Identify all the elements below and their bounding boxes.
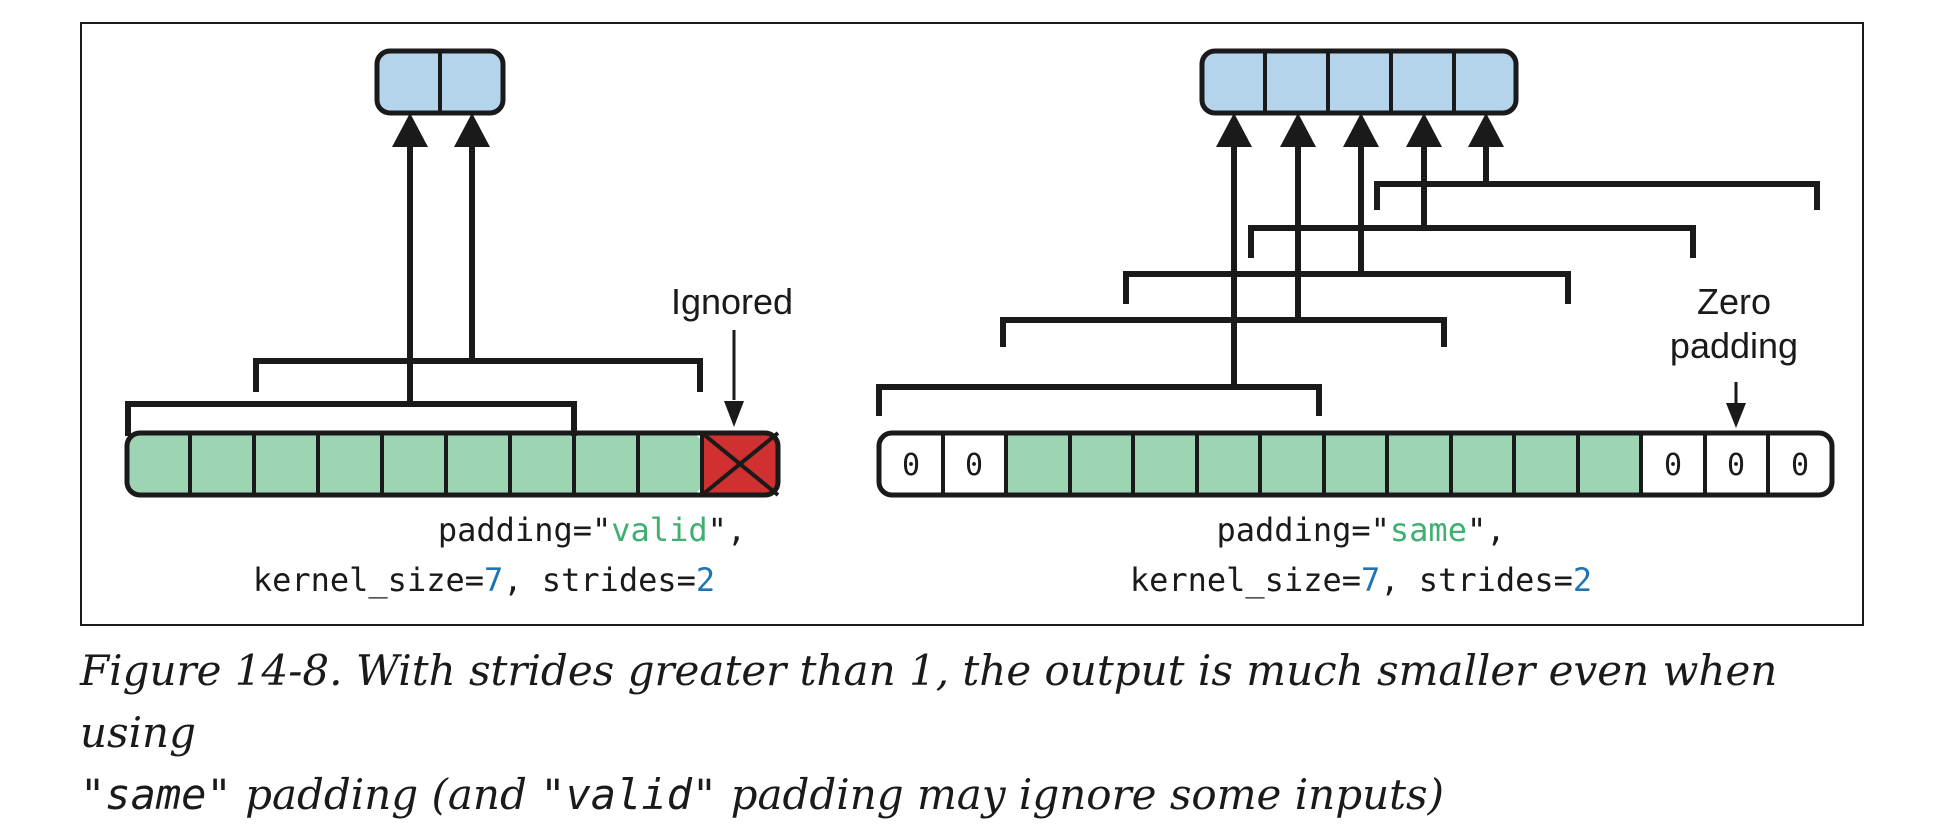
kernel-window-bracket — [1000, 317, 1447, 347]
arrowhead-icon — [1216, 113, 1252, 147]
kernel-window-bracket — [1374, 181, 1820, 210]
right-output-row — [1199, 48, 1519, 116]
kernel-window-bracket — [253, 358, 703, 392]
arrowhead-icon — [1468, 113, 1504, 147]
zero-padding-cell: 0 — [1791, 448, 1809, 483]
arrowhead-icon — [1280, 113, 1316, 147]
zero-padding-label-line2: padding — [1670, 325, 1798, 366]
arrowhead-icon — [1343, 113, 1379, 147]
caption-valid-code: "valid" — [540, 770, 718, 819]
arrowhead-icon — [724, 401, 744, 427]
caption-text: padding may ignore some inputs) — [717, 770, 1444, 819]
zero-padding-cell: 0 — [965, 448, 983, 483]
left-padding-code: padding="valid", — [438, 511, 746, 549]
caption-line2: "same" padding (and "valid" padding may … — [80, 764, 1900, 826]
right-input-row-outline — [876, 430, 1835, 498]
figure-caption: Figure 14-8. With strides greater than 1… — [80, 640, 1900, 826]
right-output-cell-outline — [1199, 48, 1519, 116]
left-input-row-outline — [124, 430, 781, 498]
kernel-window-bracket — [1248, 225, 1696, 258]
zero-padding-cell: 0 — [1664, 448, 1682, 483]
right-panel: 0 0 0 0 0 Zero padding padding="same", k… — [876, 48, 1835, 599]
kernel-window-bracket — [1123, 271, 1571, 304]
arrowhead-icon — [1406, 113, 1442, 147]
caption-same-code: "same" — [80, 770, 232, 819]
zero-padding-cell: 0 — [902, 448, 920, 483]
right-kernel-strides-code: kernel_size=7, strides=2 — [1130, 561, 1592, 599]
left-output-row — [374, 48, 506, 116]
kernel-window-bracket — [876, 384, 1322, 416]
left-panel: Ignored padding="valid", kernel_size=7, … — [124, 48, 793, 599]
left-input-cells — [127, 433, 702, 495]
right-input-row: 0 0 0 0 0 — [876, 430, 1835, 498]
caption-text: padding (and — [231, 770, 541, 819]
strides-padding-diagram: Ignored padding="valid", kernel_size=7, … — [124, 48, 1835, 599]
ignored-label: Ignored — [671, 281, 793, 322]
zero-padding-label-line1: Zero — [1697, 281, 1771, 322]
left-output-cell-outline — [374, 48, 506, 116]
left-input-row — [124, 430, 781, 498]
zero-padding-cell: 0 — [1727, 448, 1745, 483]
arrowhead-icon — [1726, 403, 1746, 428]
arrowhead-icon — [454, 113, 490, 147]
caption-line1: Figure 14-8. With strides greater than 1… — [80, 646, 1778, 757]
figure-frame: Ignored padding="valid", kernel_size=7, … — [80, 22, 1864, 626]
right-padding-code: padding="same", — [1217, 511, 1506, 549]
ignored-cross-icon — [700, 431, 780, 497]
left-kernel-strides-code: kernel_size=7, strides=2 — [253, 561, 715, 599]
kernel-window-bracket — [125, 401, 577, 436]
right-output-cell-background — [1202, 51, 1516, 113]
arrowhead-icon — [392, 113, 428, 147]
